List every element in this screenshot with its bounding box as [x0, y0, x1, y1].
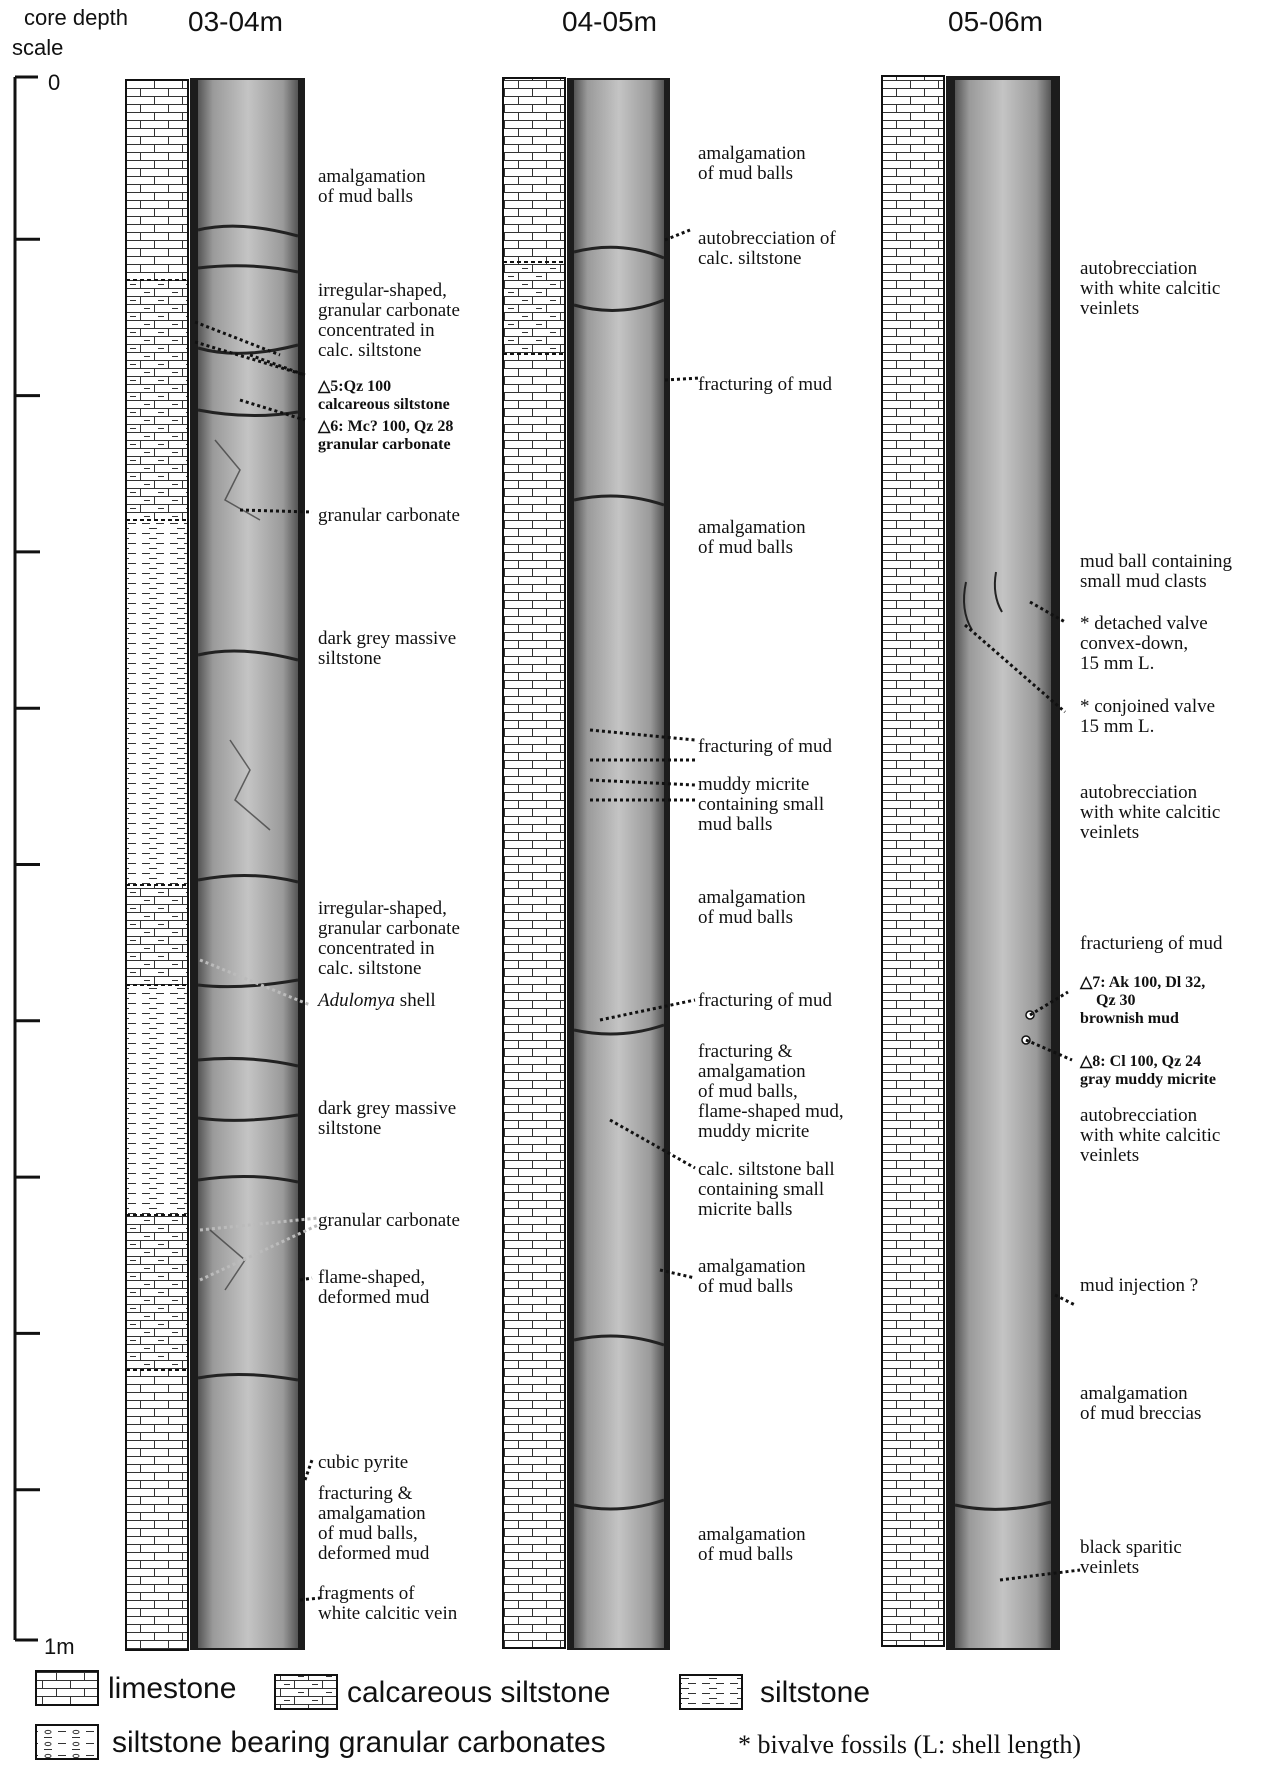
annotation-label: granular carbonate: [318, 1211, 460, 1231]
annotation-label: amalgamation of mud breccias: [1080, 1384, 1201, 1424]
annotation-label: irregular-shaped, granular carbonate con…: [318, 281, 460, 361]
core-photo-03-04m: [190, 78, 305, 1650]
annotation-label: * conjoined valve 15 mm L.: [1080, 697, 1215, 737]
annotation-label: amalgamation of mud balls: [698, 518, 806, 558]
annotation-label: amalgamation of mud balls: [698, 888, 806, 928]
annotation-label: autobrecciation with white calcitic vein…: [1080, 1106, 1220, 1166]
legend-siltstone-label: siltstone: [760, 1676, 870, 1710]
annotation-label: amalgamation of mud balls: [698, 1257, 806, 1297]
lithology-column-04-05m: [503, 78, 565, 1648]
annotation-label: Adulomya shell: [318, 991, 436, 1011]
core-photo-05-06m: [946, 76, 1060, 1650]
annotation-label: fracturing of mud: [698, 991, 832, 1011]
annotation-label: amalgamation of mud balls: [698, 144, 806, 184]
annotation-label: autobrecciation of calc. siltstone: [698, 229, 836, 269]
annotation-label: fracturing of mud: [698, 375, 832, 395]
annotation-label: fragments of white calcitic vein: [318, 1584, 457, 1624]
annotation-label: amalgamation of mud balls: [698, 1525, 806, 1565]
annotation-label: fracturieng of mud: [1080, 934, 1222, 954]
annotation-label: △8: Cl 100, Qz 24 gray muddy micrite: [1080, 1053, 1216, 1089]
annotation-label: calc. siltstone ball containing small mi…: [698, 1160, 835, 1220]
annotation-label: * detached valve convex-down, 15 mm L.: [1080, 614, 1208, 674]
legend-bivalve-note: * bivalve fossils (L: shell length): [738, 1730, 1081, 1760]
annotation-label: △5:Qz 100 calcareous siltstone: [318, 378, 450, 414]
annotation-label: black sparitic veinlets: [1080, 1538, 1182, 1578]
annotation-label: fracturing of mud: [698, 737, 832, 757]
core-photo-04-05m: [567, 78, 670, 1650]
annotation-label: muddy micrite containing small mud balls: [698, 775, 824, 835]
annotation-label: dark grey massive siltstone: [318, 1099, 456, 1139]
annotation-label: granular carbonate: [318, 506, 460, 526]
annotation-label: mud ball containing small mud clasts: [1080, 552, 1232, 592]
legend-calcareous-siltstone-label: calcareous siltstone: [347, 1676, 610, 1710]
annotation-label: fracturing & amalgamation of mud balls, …: [698, 1042, 844, 1142]
annotation-label: flame-shaped, deformed mud: [318, 1268, 429, 1308]
legend-swatch-siltstone-granular: [36, 1725, 98, 1759]
annotation-label: cubic pyrite: [318, 1453, 408, 1473]
annotation-label: △6: Mc? 100, Qz 28 granular carbonate: [318, 418, 453, 454]
annotation-label: mud injection ?: [1080, 1276, 1198, 1296]
legend-siltstone-granular-label: siltstone bearing granular carbonates: [112, 1726, 606, 1760]
annotation-label: irregular-shaped, granular carbonate con…: [318, 899, 460, 979]
lithology-column-05-06m: [882, 76, 944, 1646]
annotation-label: △7: Ak 100, Dl 32, Qz 30 brownish mud: [1080, 974, 1205, 1028]
annotation-label: amalgamation of mud balls: [318, 167, 426, 207]
depth-scale-bar: [15, 77, 40, 1640]
annotation-label: autobrecciation with white calcitic vein…: [1080, 783, 1220, 843]
lithology-column-03-04m: [126, 80, 188, 1650]
legend-swatch-calcareous-siltstone: [275, 1675, 337, 1709]
annotation-label: fracturing & amalgamation of mud balls, …: [318, 1484, 429, 1564]
annotation-label: dark grey massive siltstone: [318, 629, 456, 669]
annotation-label: autobrecciation with white calcitic vein…: [1080, 259, 1220, 319]
legend-limestone-label: limestone: [108, 1672, 236, 1706]
legend-swatch-siltstone: [680, 1675, 742, 1709]
legend-swatch-limestone: [36, 1671, 98, 1705]
